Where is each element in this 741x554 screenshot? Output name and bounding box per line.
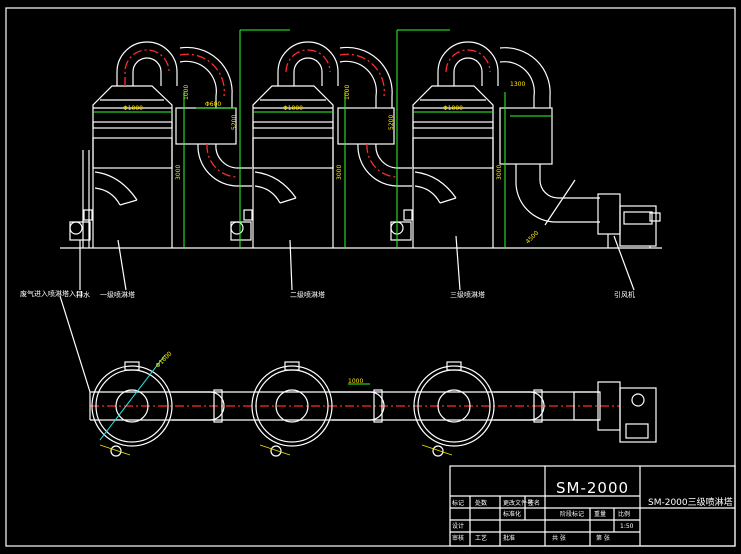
dim-width-3: Φ1000 (443, 105, 463, 112)
tb-c4: 签名 (528, 499, 540, 507)
dim-upper-2: 1000 (344, 85, 351, 100)
fan-elevation (597, 193, 661, 248)
tb-c1: 标记 (452, 499, 464, 507)
title-block (449, 465, 736, 547)
label-fan: 引风机 (614, 290, 635, 299)
plan-tower-3 (413, 365, 495, 447)
label-inlet: 废气进入喷淋塔入口 (20, 289, 83, 298)
tb-craft: 工艺 (475, 534, 487, 542)
dim-width-1: Φ1000 (123, 105, 143, 112)
title-code: SM-2000 (556, 479, 629, 497)
dim-upper-1: 1000 (183, 85, 190, 100)
tb-scale: 1:50 (620, 523, 634, 530)
tb-sheet-b: 第 张 (596, 534, 610, 542)
tower-3-elevation (390, 85, 494, 248)
plan-tower-2 (251, 365, 333, 447)
tb-c2: 处数 (475, 499, 487, 507)
tb-sheet-a: 共 张 (552, 534, 566, 542)
dimension-lines (93, 29, 552, 248)
dim-plan-dia: Φ1600 (154, 350, 173, 369)
dim-duct: Φ600 (205, 101, 221, 108)
tb-approve: 批准 (503, 534, 515, 542)
leaders (59, 235, 635, 393)
label-drain: 排水 (76, 290, 90, 299)
tb-c7: 重量 (594, 510, 606, 518)
tower-1-elevation (69, 85, 173, 248)
title-text: SM-2000三级喷淋塔 (648, 496, 733, 508)
tb-design: 设计 (452, 522, 464, 530)
dim-width-2: Φ1000 (283, 105, 303, 112)
plan-tower-1 (91, 365, 173, 447)
tb-c8: 比例 (618, 510, 630, 518)
dim-plan-gap: 1000 (348, 378, 363, 385)
dim-fan-duct: 1300 (510, 81, 525, 88)
dim-fan-diag: 4500 (524, 230, 540, 246)
tb-check: 审核 (452, 534, 464, 542)
tower-2-elevation (230, 85, 334, 248)
label-tower-3: 三级喷淋塔 (450, 290, 485, 299)
tb-std: 标准化 (503, 510, 521, 518)
label-tower-2: 二级喷淋塔 (290, 290, 325, 299)
tb-c6: 阶段标记 (560, 510, 584, 518)
duct-3-fan (437, 41, 600, 226)
dim-h2: 3000 (336, 165, 343, 180)
dim-main-2: 5200 (388, 115, 395, 130)
plan-view (89, 354, 657, 457)
label-tower-1: 一级喷淋塔 (100, 290, 135, 299)
drawing-border (5, 7, 736, 547)
tb-c3: 更改文件号 (503, 499, 533, 507)
dim-h1: 3000 (175, 165, 182, 180)
dim-main-1: 5200 (231, 115, 238, 130)
dim-h3: 3000 (496, 165, 503, 180)
duct-2-3 (277, 41, 412, 187)
